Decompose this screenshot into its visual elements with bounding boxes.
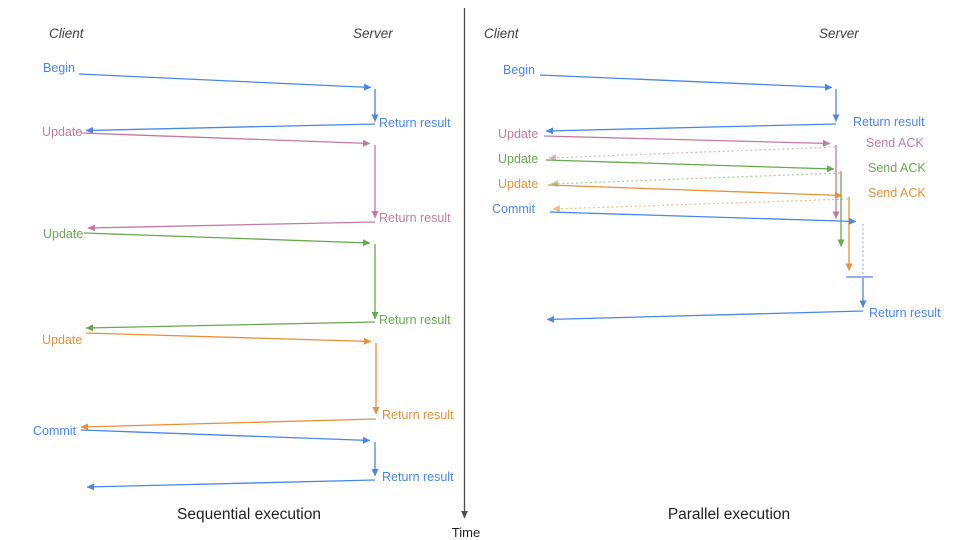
seq-update2-return-label: Return result bbox=[379, 313, 451, 327]
par-begin-request-arrow bbox=[539, 74, 833, 91]
seq-begin-request-arrow bbox=[78, 73, 372, 91]
par-update3-request-arrow bbox=[547, 184, 843, 199]
par-client-header: Client bbox=[484, 26, 520, 41]
seq-update1-return-label: Return result bbox=[379, 211, 451, 225]
par-commit-return-label: Return result bbox=[869, 306, 941, 320]
par-update1-ack-label: Send ACK bbox=[866, 136, 924, 150]
parallel-panel: Client Server Begin Return result Update… bbox=[484, 26, 941, 523]
seq-update1-label: Update bbox=[42, 125, 82, 139]
time-axis: Time bbox=[452, 8, 480, 540]
seq-update2-request-arrow bbox=[83, 232, 371, 247]
par-update2-label: Update bbox=[498, 152, 538, 166]
par-update1-label: Update bbox=[498, 127, 538, 141]
time-axis-label: Time bbox=[452, 525, 480, 540]
seq-update3-request-arrow bbox=[85, 332, 372, 345]
par-begin-return-arrow bbox=[545, 123, 837, 135]
par-update1-ack-arrow bbox=[548, 146, 836, 162]
par-update3-ack-arrow bbox=[552, 198, 849, 213]
parallel-title: Parallel execution bbox=[668, 506, 790, 523]
par-commit-return-arrow bbox=[546, 310, 864, 323]
par-commit-request-arrow bbox=[549, 211, 857, 225]
seq-server-header: Server bbox=[353, 26, 393, 41]
sequential-title: Sequential execution bbox=[177, 506, 321, 523]
seq-client-header: Client bbox=[49, 26, 85, 41]
par-commit-label: Commit bbox=[492, 202, 536, 216]
seq-update3-return-label: Return result bbox=[382, 408, 454, 422]
par-update1-request-arrow bbox=[543, 135, 831, 147]
par-update2-ack-label: Send ACK bbox=[868, 161, 926, 175]
seq-update1-return-arrow bbox=[87, 221, 376, 232]
par-begin-return-label: Return result bbox=[853, 115, 925, 129]
seq-commit-label: Commit bbox=[33, 424, 77, 438]
seq-begin-return-label: Return result bbox=[379, 116, 451, 130]
par-begin-label: Begin bbox=[503, 63, 535, 77]
seq-update3-return-arrow bbox=[80, 418, 377, 431]
seq-update1-request-arrow bbox=[80, 132, 371, 147]
seq-begin-return-arrow bbox=[85, 123, 376, 134]
seq-update2-label: Update bbox=[43, 227, 83, 241]
seq-commit-return-label: Return result bbox=[382, 470, 454, 484]
par-update2-request-arrow bbox=[545, 159, 835, 173]
par-update2-ack-arrow bbox=[550, 172, 841, 188]
par-update3-ack-label: Send ACK bbox=[868, 186, 926, 200]
seq-commit-return-arrow bbox=[86, 479, 376, 491]
seq-begin-label: Begin bbox=[43, 61, 75, 75]
seq-update2-return-arrow bbox=[85, 321, 376, 332]
seq-commit-request-arrow bbox=[80, 429, 371, 444]
sequential-panel: Client Server Begin Return result Update… bbox=[33, 26, 454, 523]
par-update3-label: Update bbox=[498, 177, 538, 191]
par-server-header: Server bbox=[819, 26, 859, 41]
seq-update3-label: Update bbox=[42, 333, 82, 347]
